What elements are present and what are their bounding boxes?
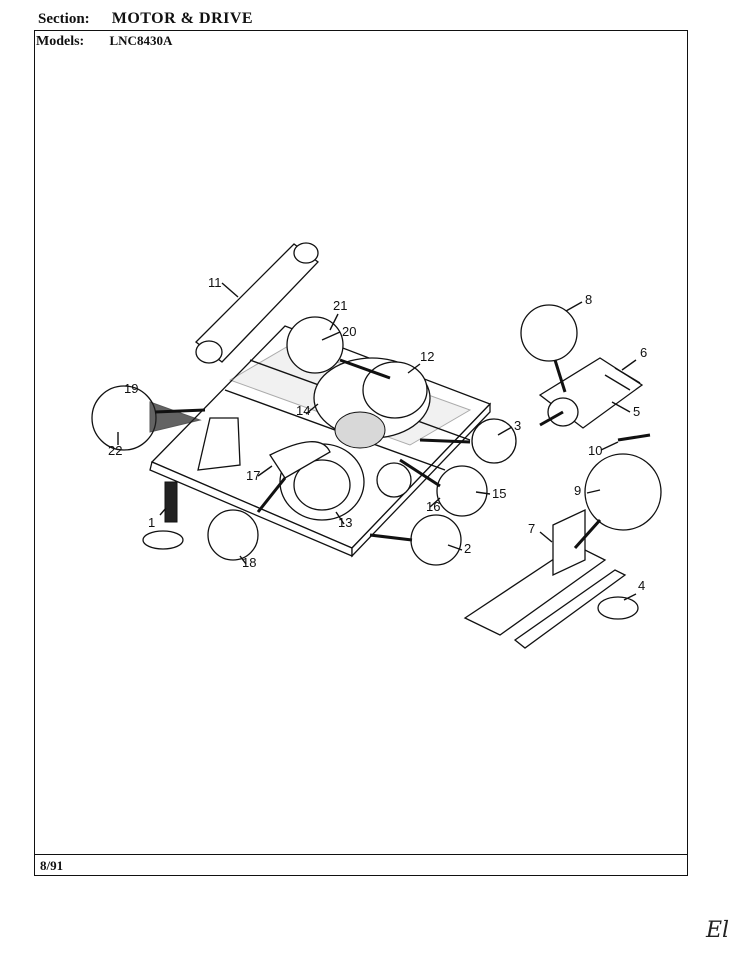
idler-spring [617, 433, 651, 442]
page-mark: El [706, 918, 730, 943]
support-tower [197, 417, 241, 471]
callout-10: 10 [588, 443, 602, 458]
models-heading: Models: LNC8430A [36, 33, 172, 50]
footer-date: 8/91 [40, 858, 64, 873]
section-value: MOTOR & DRIVE [111, 10, 254, 27]
callout-12: 12 [420, 349, 434, 364]
leader-lines [117, 282, 637, 601]
callout-7: 7 [528, 521, 535, 536]
callout-15: 15 [492, 486, 506, 501]
callout-22: 22 [108, 443, 122, 458]
callout-2: 2 [464, 541, 471, 556]
models-value: LNC8430A [109, 33, 173, 48]
drive-tube [195, 242, 319, 364]
callout-9: 9 [574, 483, 581, 498]
bracket-plate [597, 596, 639, 620]
callout-14: 14 [296, 403, 310, 418]
callout-13: 13 [338, 515, 352, 530]
callout-4: 4 [638, 578, 645, 593]
callout-6: 6 [640, 345, 647, 360]
callout-5: 5 [633, 404, 640, 419]
callout-17: 17 [246, 468, 260, 483]
callout-19: 19 [124, 381, 138, 396]
section-heading: Section: MOTOR & DRIVE [38, 10, 253, 28]
motor-assembly [538, 357, 644, 429]
callout-16: 16 [426, 499, 440, 514]
callout-1: 1 [148, 515, 155, 530]
callout-18: 18 [242, 555, 256, 570]
callout-8: 8 [585, 292, 592, 307]
callout-labels: 1 2 3 4 5 6 7 8 9 10 11 12 13 14 15 16 1… [108, 275, 647, 593]
diagram-frame [34, 30, 688, 876]
section-label: Section: [38, 11, 90, 27]
callout-11: 11 [208, 275, 222, 290]
callout-20: 20 [342, 324, 356, 339]
detail-insets [91, 304, 662, 566]
callout-21: 21 [333, 298, 347, 313]
models-label: Models: [36, 34, 85, 49]
leveling-leg [142, 481, 184, 550]
footer-divider [34, 854, 688, 855]
motor-mount [463, 508, 627, 649]
blower-housing [313, 357, 431, 449]
callout-3: 3 [514, 418, 521, 433]
